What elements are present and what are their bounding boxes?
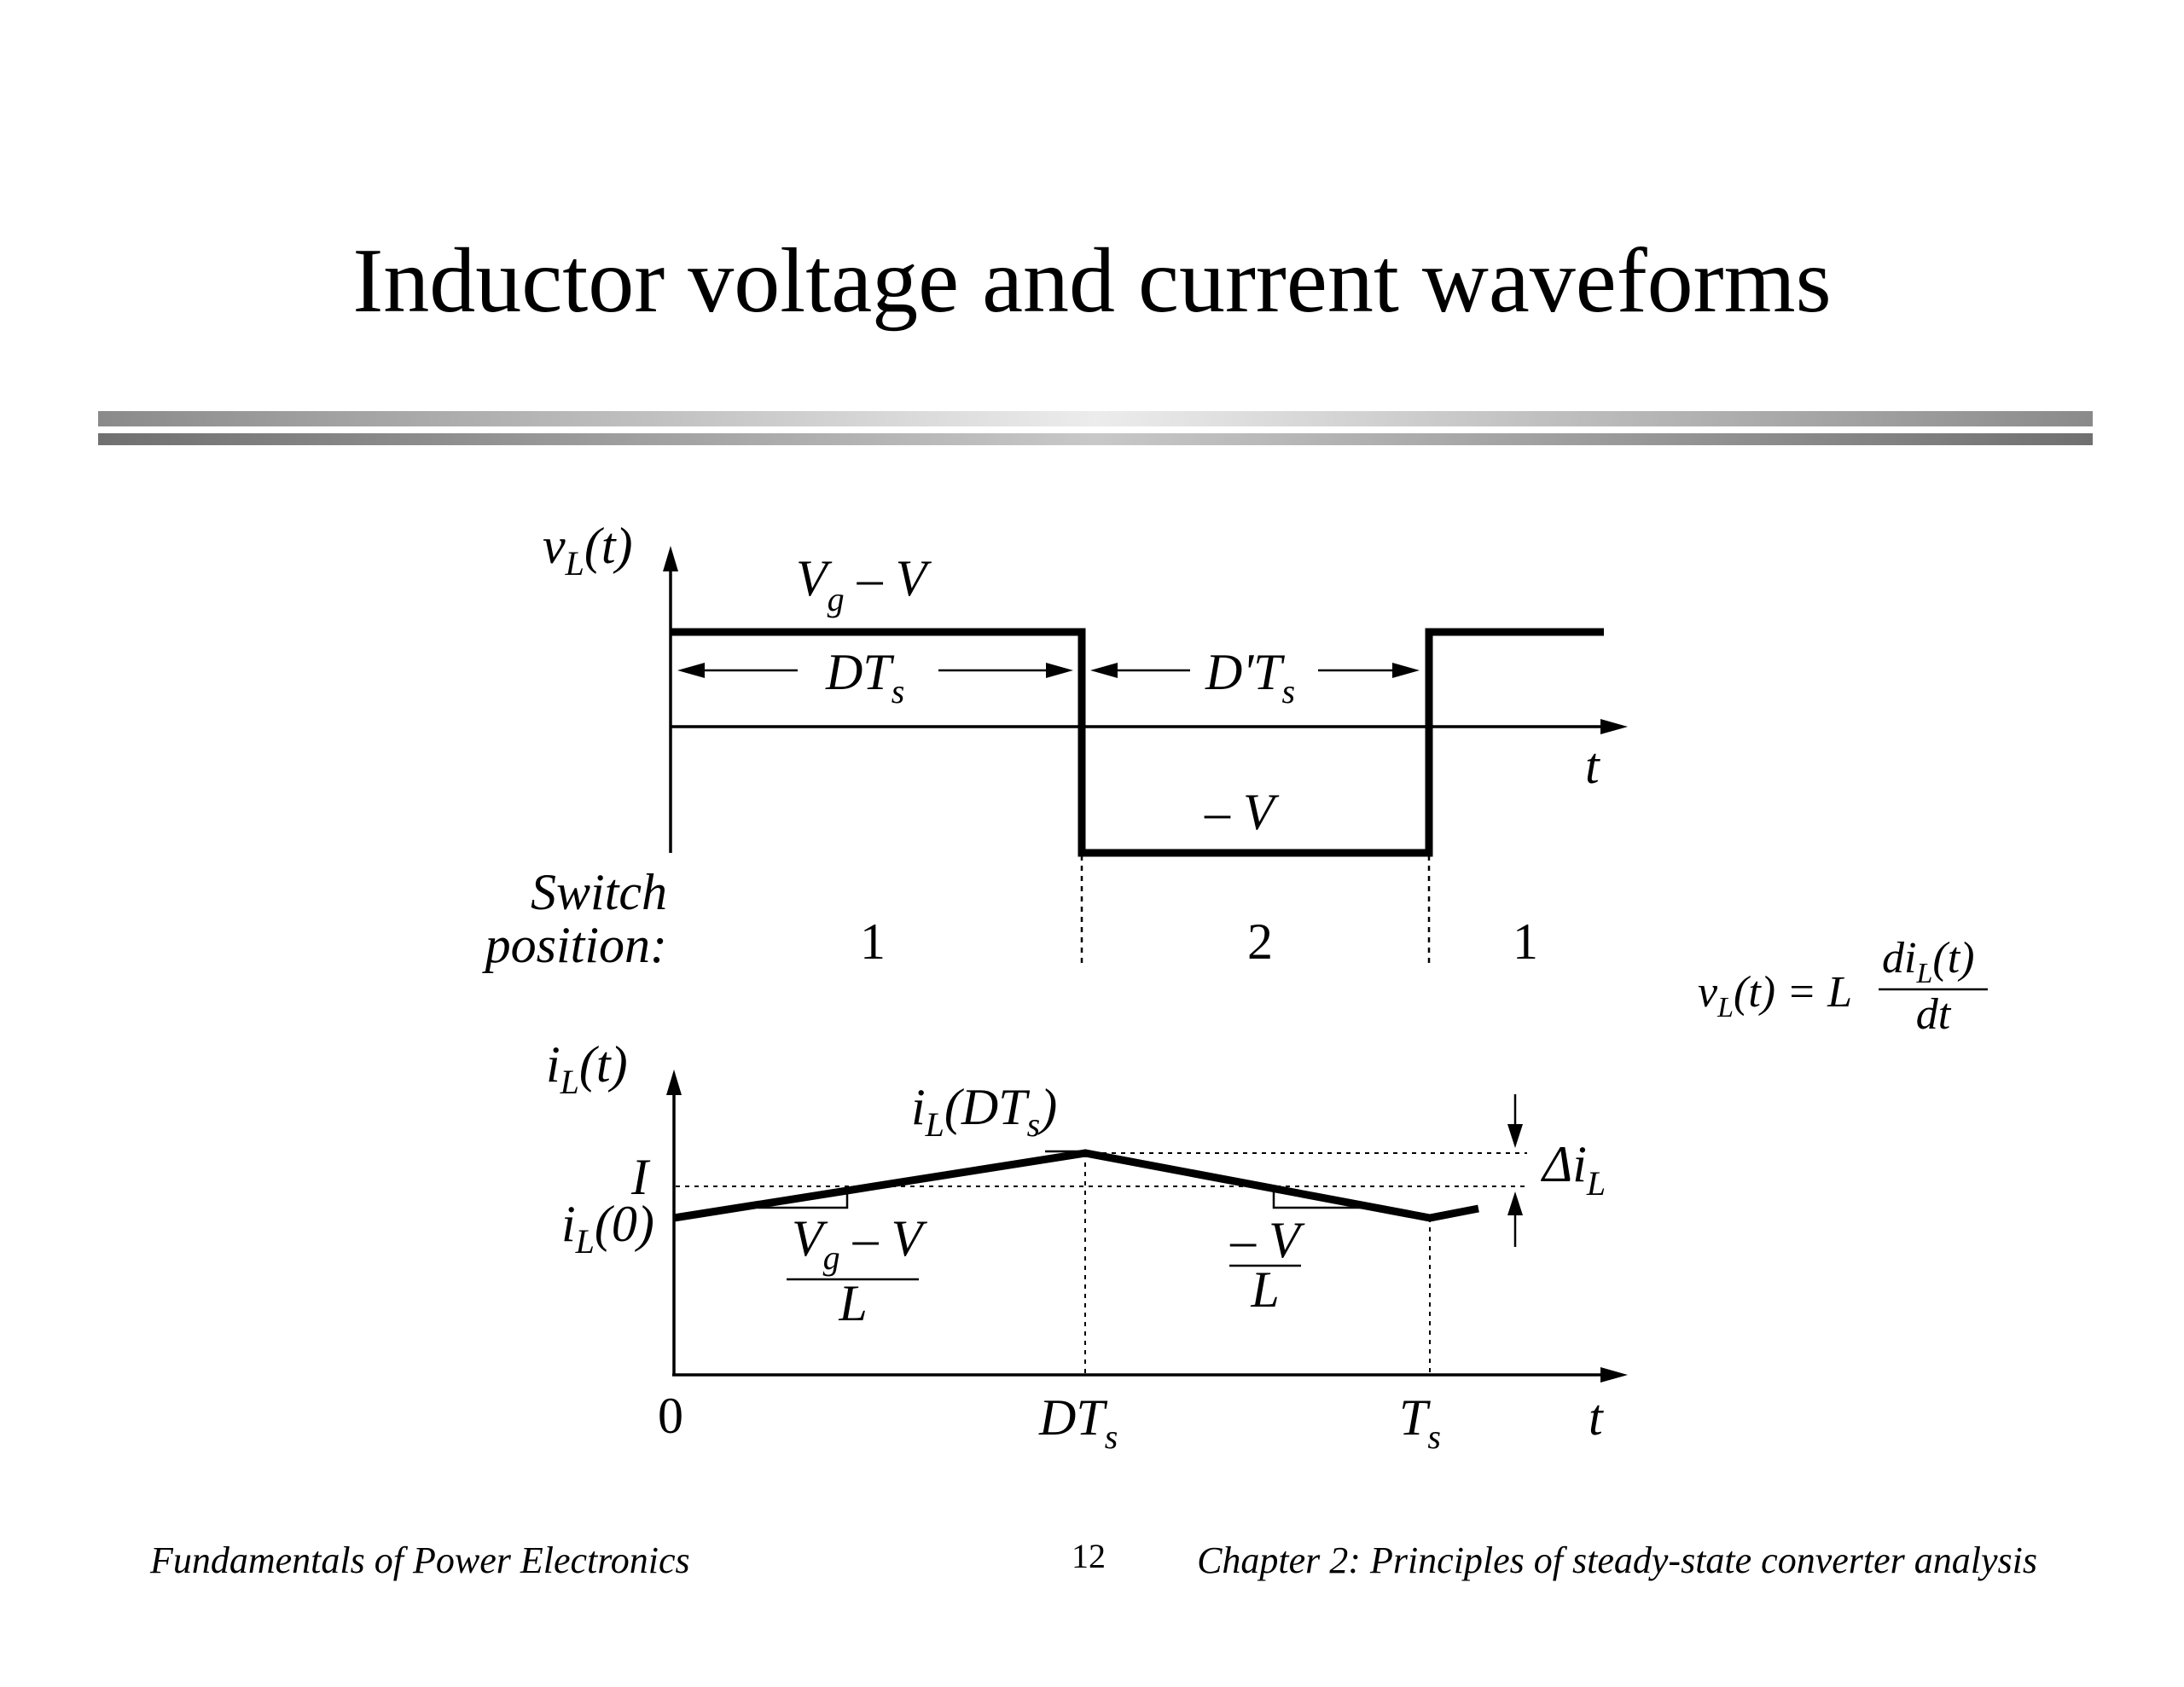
initial-current-label: iL(0) <box>561 1196 654 1261</box>
title-divider-top <box>98 411 2093 426</box>
peak-current-label: iL(DTs) <box>911 1079 1057 1144</box>
title-divider-bottom <box>98 433 2093 445</box>
interval2-left-arrowhead <box>1090 663 1118 678</box>
x-tick-zero: 0 <box>658 1388 683 1444</box>
inductor-equation: vL(t) = L diL(t) dt <box>1698 934 1988 1039</box>
equation-numerator: diL(t) <box>1882 934 1974 989</box>
footer-right: Chapter 2: Principles of steady-state co… <box>1197 1539 2037 1581</box>
current-waveform <box>673 1149 1479 1222</box>
equation-lhs: vL(t) = L <box>1698 968 1852 1023</box>
current-y-label: iL(t) <box>546 1036 628 1101</box>
current-x-axis-label: t <box>1589 1389 1604 1446</box>
interval1-left-arrowhead <box>677 663 705 678</box>
voltage-waveform <box>671 628 1604 857</box>
avg-current-label: I <box>630 1149 651 1205</box>
current-x-axis-arrow <box>1600 1367 1628 1383</box>
switch-position-row: Switch position: 1 2 1 <box>482 864 1538 973</box>
switch-position-value-2: 2 <box>1247 913 1273 970</box>
interval2-label: D'Ts <box>1205 644 1295 710</box>
switch-position-label-line2: position: <box>482 917 667 973</box>
current-plot: iL(t) iL(DTs) I iL(0) Vg – V L – V L ΔiL <box>546 1036 1628 1456</box>
interval1-label: DTs <box>825 644 904 710</box>
voltage-y-axis-arrow <box>663 546 678 571</box>
footer-page-number: 12 <box>1072 1537 1106 1575</box>
slope1-denominator: L <box>838 1275 867 1331</box>
ripple-bottom-arrowhead <box>1507 1191 1523 1215</box>
slope2-numerator: – V <box>1229 1212 1305 1268</box>
switch-position-value-3: 1 <box>1513 913 1538 970</box>
voltage-x-axis-arrow <box>1600 719 1628 734</box>
equation-denominator: dt <box>1916 990 1952 1039</box>
ripple-label: ΔiL <box>1541 1136 1606 1203</box>
current-y-axis-arrow <box>666 1070 682 1095</box>
footer-left: Fundamentals of Power Electronics <box>149 1539 690 1581</box>
switch-position-value-1: 1 <box>860 913 886 970</box>
slope1-triangle <box>758 1190 849 1209</box>
voltage-low-level-label: – V <box>1204 784 1280 840</box>
interval1-right-arrowhead <box>1046 663 1073 678</box>
slope1-numerator: Vg – V <box>792 1210 928 1277</box>
slope2-denominator: L <box>1250 1261 1279 1318</box>
x-tick-dts: DTs <box>1038 1389 1118 1456</box>
slope2-triangle <box>1272 1192 1365 1209</box>
page-title: Inductor voltage and current waveforms <box>352 230 1831 332</box>
ripple-top-arrowhead <box>1507 1124 1523 1148</box>
voltage-plot: vL(t) Vg – V – V t DTs D'Ts <box>543 518 1628 964</box>
voltage-high-level-label: Vg – V <box>796 550 932 618</box>
switch-position-label-line1: Switch <box>531 864 667 920</box>
voltage-x-axis-label: t <box>1585 738 1600 794</box>
voltage-y-label: vL(t) <box>543 518 633 583</box>
interval2-right-arrowhead <box>1392 663 1420 678</box>
x-tick-ts: Ts <box>1399 1389 1441 1456</box>
